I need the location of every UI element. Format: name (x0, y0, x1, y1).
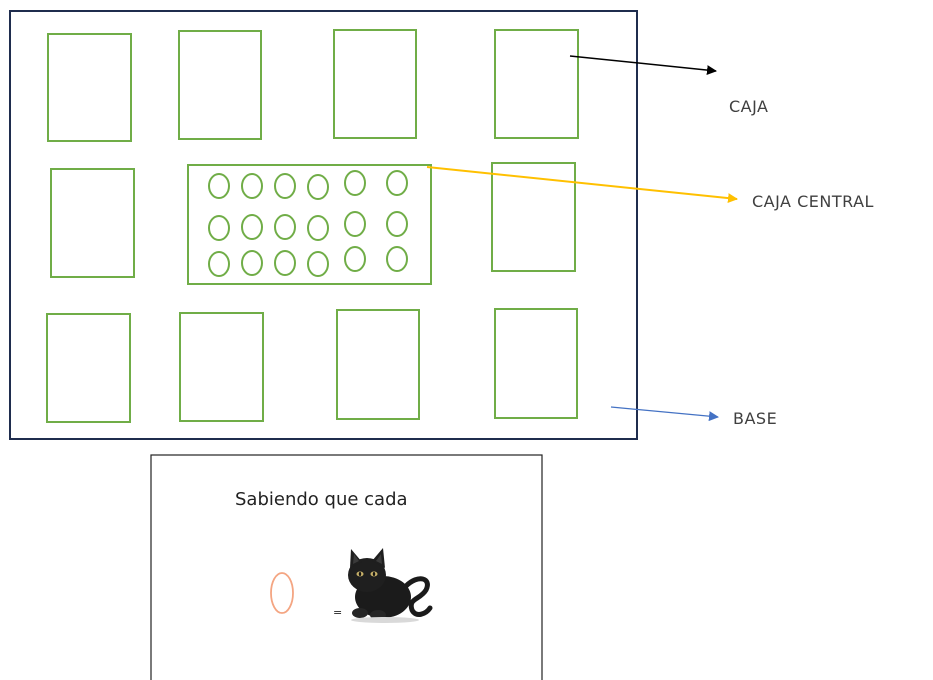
circle (307, 215, 329, 241)
central-circles (208, 170, 408, 277)
caja-box (494, 308, 578, 419)
caja-central-label: CAJA CENTRAL (752, 192, 874, 211)
circle (208, 251, 230, 277)
base-rect (9, 10, 638, 440)
caja-central-box (187, 164, 432, 285)
caja-label: CAJA (729, 97, 769, 116)
caja-box (178, 30, 262, 140)
black-cat-icon (348, 548, 433, 623)
circle (274, 214, 296, 240)
circle (241, 250, 263, 276)
circle (274, 250, 296, 276)
caja-arrow (569, 55, 717, 76)
caja-central-arrow (426, 166, 738, 204)
caja-box (46, 313, 131, 423)
circle (344, 170, 366, 196)
base-arrow (610, 406, 719, 422)
caja-box (179, 312, 264, 422)
caja-box (336, 309, 420, 420)
legend-box (150, 454, 543, 680)
orange-oval (270, 572, 294, 614)
caja-box (50, 168, 135, 278)
circle (307, 174, 329, 200)
circle (241, 214, 263, 240)
legend-text: Sabiendo que cada (235, 489, 408, 510)
equals-sign: = (333, 606, 342, 619)
caja-box (494, 29, 579, 139)
circle (386, 170, 408, 196)
circle (344, 246, 366, 272)
caja-box (491, 162, 576, 272)
circle (307, 251, 329, 277)
caja-box (47, 33, 132, 142)
base-label: BASE (733, 409, 777, 428)
caja-box (333, 29, 417, 139)
circle (386, 246, 408, 272)
circle (344, 211, 366, 237)
circle (386, 211, 408, 237)
circle (208, 215, 230, 241)
circle (208, 173, 230, 199)
circle (274, 173, 296, 199)
circle (241, 173, 263, 199)
